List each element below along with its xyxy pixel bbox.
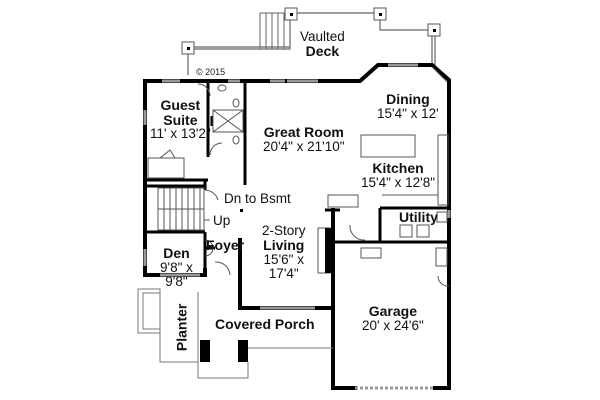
copyright: © 2015 <box>196 67 226 77</box>
room-label-foyer: Foyer <box>206 238 244 253</box>
guest-suite-name2: Suite <box>163 111 198 128</box>
room-label-guest-suite: Guest Suite 11' x 13'2" <box>150 98 211 142</box>
living-dims2: 17'4" <box>268 266 299 282</box>
kitchen-counters <box>327 134 449 267</box>
deck-stairs <box>259 12 291 50</box>
dining-bay <box>431 66 448 83</box>
interior-walls <box>147 83 449 275</box>
den-name: Den <box>163 245 190 261</box>
guest-suite-dims: 11' x 13'2" <box>150 126 211 142</box>
bath-fixtures <box>197 83 244 156</box>
den-dims2: 9'8" <box>165 273 188 289</box>
column-marker <box>240 209 243 212</box>
room-label-deck: Vaulted Deck <box>300 29 345 60</box>
porch-columns <box>200 340 248 362</box>
room-label-dining: Dining 15'4" x 12' <box>377 92 439 121</box>
deck-line2: Deck <box>305 43 340 60</box>
room-label-great-room: Great Room 20'4" x 21'10" <box>263 125 345 154</box>
room-label-garage: Garage 20' x 24'6" <box>362 304 424 333</box>
deck-post-dots <box>187 13 436 50</box>
foyer-name: Foyer <box>206 237 245 253</box>
planter-name: Planter <box>173 303 190 352</box>
guest-closet <box>147 149 185 179</box>
garage-dims: 20' x 24'6" <box>362 317 424 333</box>
fireplace <box>317 227 333 274</box>
covered-porch-name: Covered Porch <box>215 316 315 332</box>
deck-line1: Vaulted <box>300 29 345 44</box>
great-room-dims: 20'4" x 21'10" <box>263 138 345 154</box>
windows <box>143 63 451 310</box>
room-label-living: 2-Story Living 15'6" x 17'4" <box>262 223 306 282</box>
utility-name: Utility <box>399 209 438 225</box>
room-label-den: Den 9'8" x 9'8" <box>160 246 193 289</box>
great-room-name: Great Room <box>263 124 344 140</box>
room-label-utility: Utility <box>399 210 438 225</box>
porch-outline <box>137 288 333 379</box>
kitchen-name: Kitchen <box>372 160 424 176</box>
guest-suite-name1: Guest <box>160 97 201 113</box>
dining-name: Dining <box>386 91 430 107</box>
garage-name: Garage <box>368 303 417 319</box>
dining-dims: 15'4" x 12' <box>377 105 439 121</box>
living-dims1: 15'6" x <box>263 251 304 267</box>
living-line1: 2-Story <box>262 223 306 238</box>
living-name: Living <box>263 237 305 254</box>
stairs <box>157 187 219 231</box>
room-label-kitchen: Kitchen 15'4" x 12'8" <box>361 161 435 190</box>
den-dims1: 9'8" x <box>160 259 193 275</box>
stairs-up-label: Up <box>213 213 231 228</box>
stairs-down-label: Dn to Bsmt <box>224 191 291 206</box>
doors <box>204 224 450 287</box>
room-label-covered-porch: Covered Porch <box>215 317 315 332</box>
kitchen-dims: 15'4" x 12'8" <box>361 174 436 190</box>
room-label-planter: Planter <box>173 303 190 352</box>
